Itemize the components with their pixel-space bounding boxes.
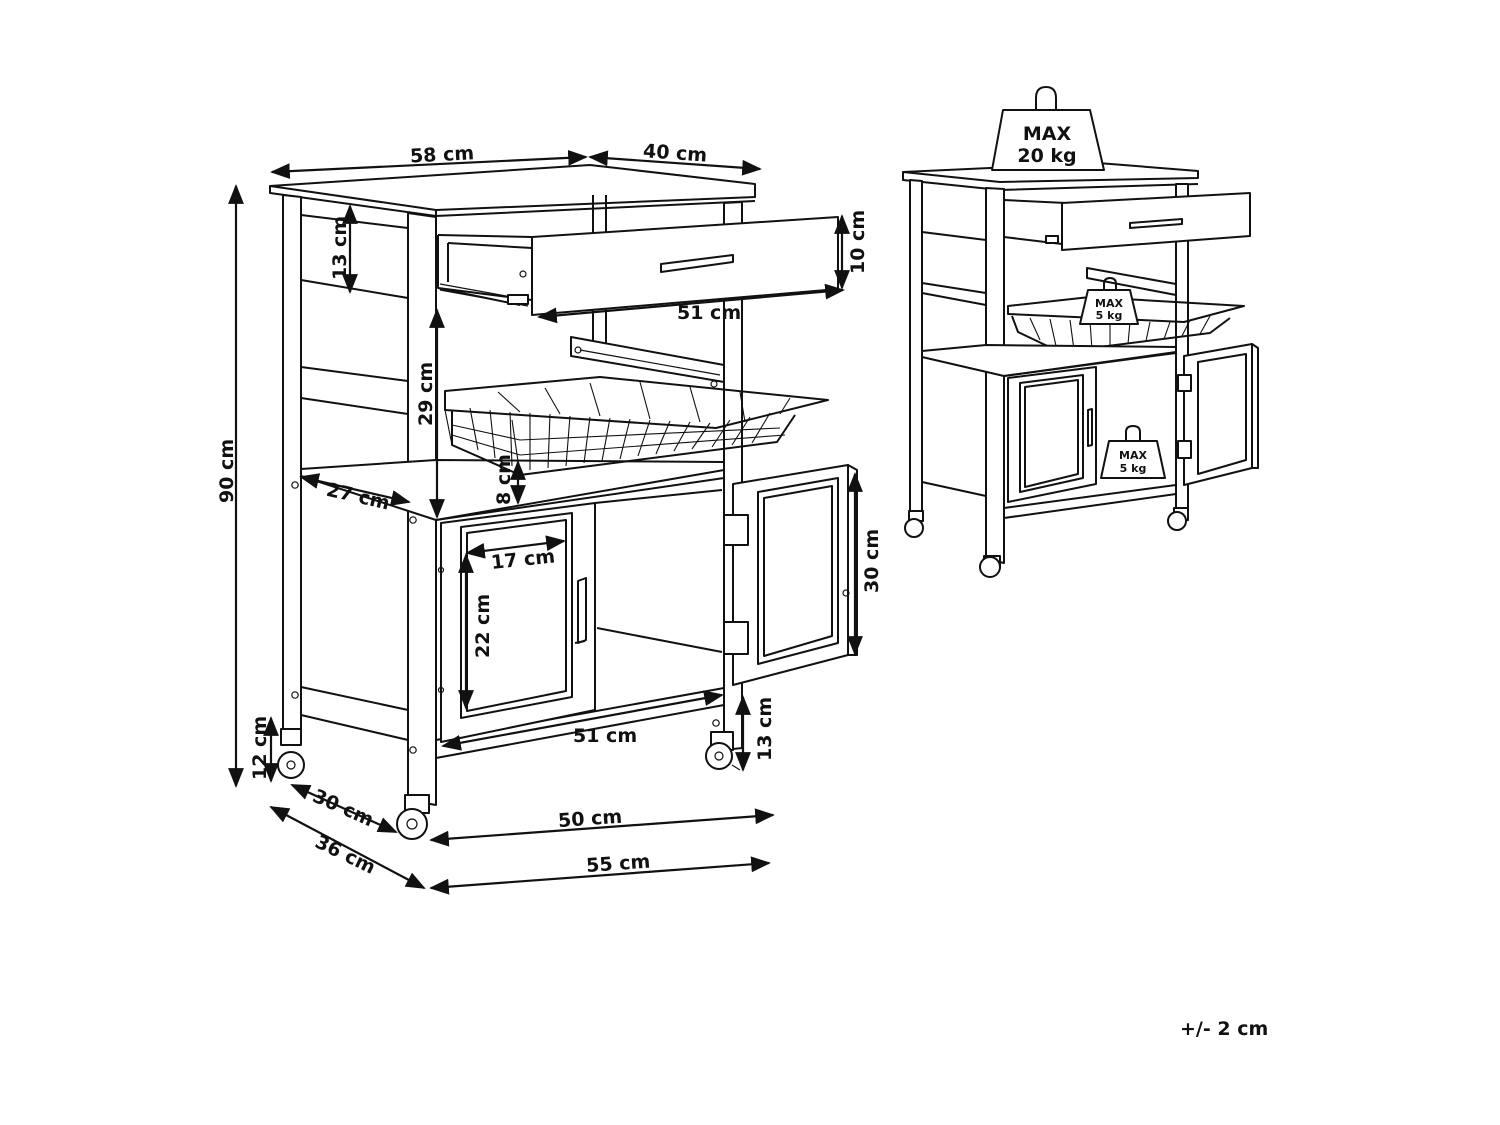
dim-inner-frame-width: 50 cm xyxy=(557,806,623,832)
weight-icon-top: MAX 20 kg xyxy=(991,86,1105,171)
caster xyxy=(396,794,430,840)
weight-icon-cabinet: MAX 5 kg xyxy=(1100,425,1166,479)
dim-leg-clearance-back: 12 cm xyxy=(249,716,271,780)
cabinet-door-right xyxy=(732,464,849,686)
dim-basket-height: 8 cm xyxy=(493,454,515,505)
drawer-front xyxy=(531,216,839,316)
dim-drawer-width: 51 cm xyxy=(677,302,741,324)
weight-icon-basket: MAX 5 kg xyxy=(1079,277,1139,325)
leg-back-left xyxy=(282,194,302,741)
basket-max-label: MAX xyxy=(1095,297,1123,310)
dim-total-depth: 36 cm xyxy=(312,831,379,879)
small-trolley xyxy=(902,162,1259,578)
dim-leg-clearance-front: 13 cm xyxy=(754,697,776,761)
dim-inner-depth: 30 cm xyxy=(309,785,377,831)
dim-shelf-gap: 29 cm xyxy=(415,362,437,426)
drawer-handle xyxy=(660,254,734,273)
dim-total-width: 55 cm xyxy=(585,851,651,877)
dim-total-height: 90 cm xyxy=(216,439,238,503)
top-max-value: 20 kg xyxy=(1017,145,1076,167)
dim-drawer-front-height: 13 cm xyxy=(329,216,351,280)
dim-inner-width: 51 cm xyxy=(573,725,637,747)
dim-door-height: 22 cm xyxy=(472,594,494,658)
basket-max-value: 5 kg xyxy=(1096,309,1123,322)
top-max-label: MAX xyxy=(1023,123,1072,145)
dim-top-depth: 40 cm xyxy=(642,140,708,166)
door-handle xyxy=(577,577,587,644)
dim-cabinet-height: 30 cm xyxy=(861,529,883,593)
dim-top-width: 58 cm xyxy=(409,142,474,167)
caster xyxy=(277,728,305,779)
cabinet-max-label: MAX xyxy=(1119,449,1147,462)
basket-slide xyxy=(570,336,725,383)
dim-drawer-height: 10 cm xyxy=(847,210,869,274)
cabinet-max-value: 5 kg xyxy=(1120,462,1147,475)
dimension-lines xyxy=(228,149,863,895)
tolerance-note: +/- 2 cm xyxy=(1180,1018,1269,1040)
